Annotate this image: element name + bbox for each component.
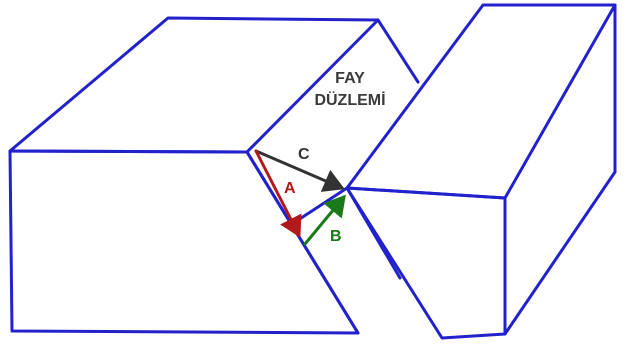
vector-a-arrow [254,149,302,238]
right-block-bottom-edge [503,170,617,336]
fault-plane-lower-edge [290,186,349,226]
fault-plane-label: FAY DÜZLEMİ [300,68,400,112]
vector-b-label: B [330,228,342,245]
vector-c-label: C [298,146,310,163]
vector-a-label: A [284,180,296,197]
right-block-front-face [345,186,507,340]
vector-c-arrow [254,149,345,192]
fault-plane-left-edge [245,150,360,335]
vector-b-arrow [303,194,346,246]
fault-plane-label-line1: FAY [335,70,365,87]
fault-plane-top-edge [376,18,420,84]
fault-plane-label-line2: DÜZLEMİ [314,92,386,109]
right-block-inner-edge [345,186,402,280]
